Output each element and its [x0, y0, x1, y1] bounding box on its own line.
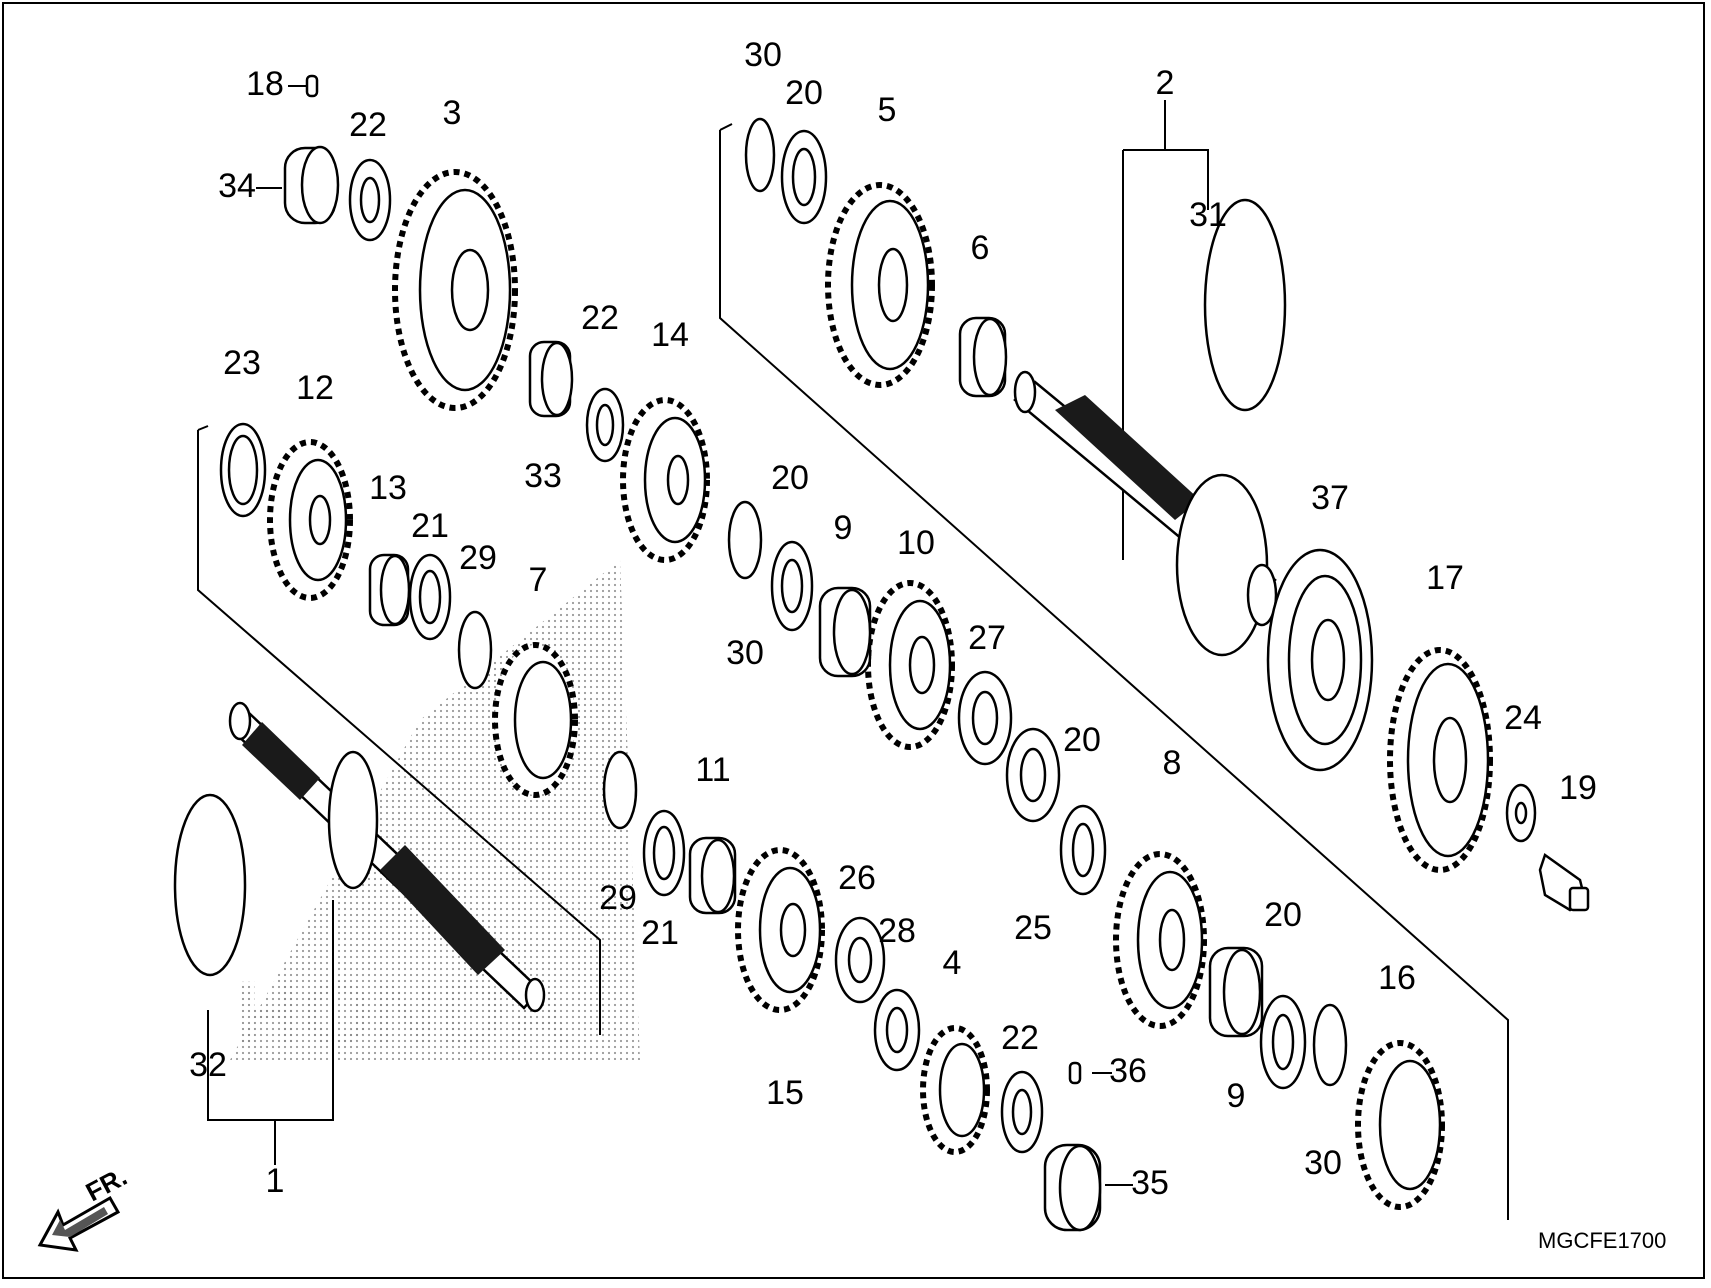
- callout-21b: 21: [641, 914, 679, 952]
- callout-20d: 20: [1264, 896, 1302, 934]
- gear-8: [1113, 851, 1207, 1029]
- callout-11: 11: [695, 751, 730, 789]
- sprocket-17: [1387, 647, 1493, 873]
- callout-4: 4: [943, 944, 962, 982]
- callout-34: 34: [218, 167, 256, 205]
- gear-5: [825, 182, 935, 388]
- mainshaft: [1013, 370, 1278, 657]
- callout-36: 36: [1109, 1052, 1147, 1090]
- callout-37: 37: [1311, 479, 1349, 517]
- callout-19: 19: [1559, 769, 1597, 807]
- front-arrow-icon: [37, 1195, 121, 1252]
- gear-16: [1355, 1040, 1445, 1210]
- callout-20b: 20: [771, 459, 809, 497]
- bearing-34: [283, 145, 340, 225]
- diagram-code: MGCFE1700: [1538, 1228, 1666, 1253]
- callout-31: 31: [1189, 196, 1227, 234]
- callout-29b: 29: [599, 879, 637, 917]
- callout-16: 16: [1378, 959, 1416, 997]
- callout-13: 13: [369, 469, 407, 507]
- callout-32: 32: [189, 1046, 227, 1084]
- gear-12: [267, 439, 353, 601]
- item-2-bracket: [1122, 100, 1209, 560]
- callout-17: 17: [1426, 559, 1464, 597]
- countershaft-assembly-outline: [197, 430, 601, 1035]
- callout-23: 23: [223, 344, 261, 382]
- gear-3: [392, 169, 518, 411]
- callout-9a: 9: [834, 509, 853, 547]
- item-1-bracket: [207, 900, 334, 1165]
- needle-bearing-33: [528, 340, 574, 418]
- callout-29a: 29: [459, 539, 497, 577]
- callout-25: 25: [1014, 909, 1052, 947]
- small-parts: [305, 74, 1590, 1085]
- gear-7: [492, 642, 578, 798]
- callout-30c: 30: [1304, 1144, 1342, 1182]
- callout-22c: 22: [1001, 1019, 1039, 1057]
- callout-18: 18: [246, 65, 284, 103]
- gear-10: [865, 580, 955, 750]
- gear-4: [920, 1025, 990, 1155]
- leader-lines: [256, 85, 1133, 1186]
- callout-15: 15: [766, 1074, 804, 1112]
- callout-22a: 22: [349, 106, 387, 144]
- callout-22b: 22: [581, 299, 619, 337]
- callout-8: 8: [1163, 744, 1182, 782]
- callout-10: 10: [897, 524, 935, 562]
- bearing-35: [1043, 1143, 1102, 1232]
- callout-1: 1: [266, 1162, 285, 1200]
- gear-15: [735, 847, 825, 1013]
- callout-26: 26: [838, 859, 876, 897]
- callout-3: 3: [443, 94, 462, 132]
- callout-35: 35: [1131, 1164, 1169, 1202]
- callout-7: 7: [529, 561, 548, 599]
- callout-9b: 9: [1227, 1077, 1246, 1115]
- callout-6: 6: [971, 229, 990, 267]
- bearing-9b: [1208, 946, 1264, 1038]
- callout-30a: 30: [744, 36, 782, 74]
- callout-labels: 1 2 3 4 5 6 7 8 9 9 10 11 12 13 14 15 16…: [189, 36, 1597, 1202]
- mainshaft-assembly-outline: [719, 130, 1509, 1220]
- callout-27: 27: [968, 619, 1006, 657]
- callout-5: 5: [878, 91, 897, 129]
- bushing-6: [958, 316, 1008, 398]
- washers: [173, 117, 1537, 1154]
- bushing-13: [368, 553, 411, 627]
- bushing-11: [688, 836, 737, 915]
- callout-14: 14: [651, 316, 689, 354]
- callout-2: 2: [1156, 64, 1175, 102]
- front-indicator-label: FR.: [81, 1161, 132, 1207]
- callout-28: 28: [878, 912, 916, 950]
- gear-14: [620, 397, 710, 563]
- callout-20a: 20: [785, 74, 823, 112]
- callout-21a: 21: [411, 507, 449, 545]
- callout-33: 33: [524, 457, 562, 495]
- bearing-9a: [818, 586, 872, 678]
- bearing-37: [1266, 548, 1374, 772]
- countershaft: [228, 701, 546, 1013]
- callout-12: 12: [296, 369, 334, 407]
- callout-30b: 30: [726, 634, 764, 672]
- callout-20c: 20: [1063, 721, 1101, 759]
- callout-24: 24: [1504, 699, 1542, 737]
